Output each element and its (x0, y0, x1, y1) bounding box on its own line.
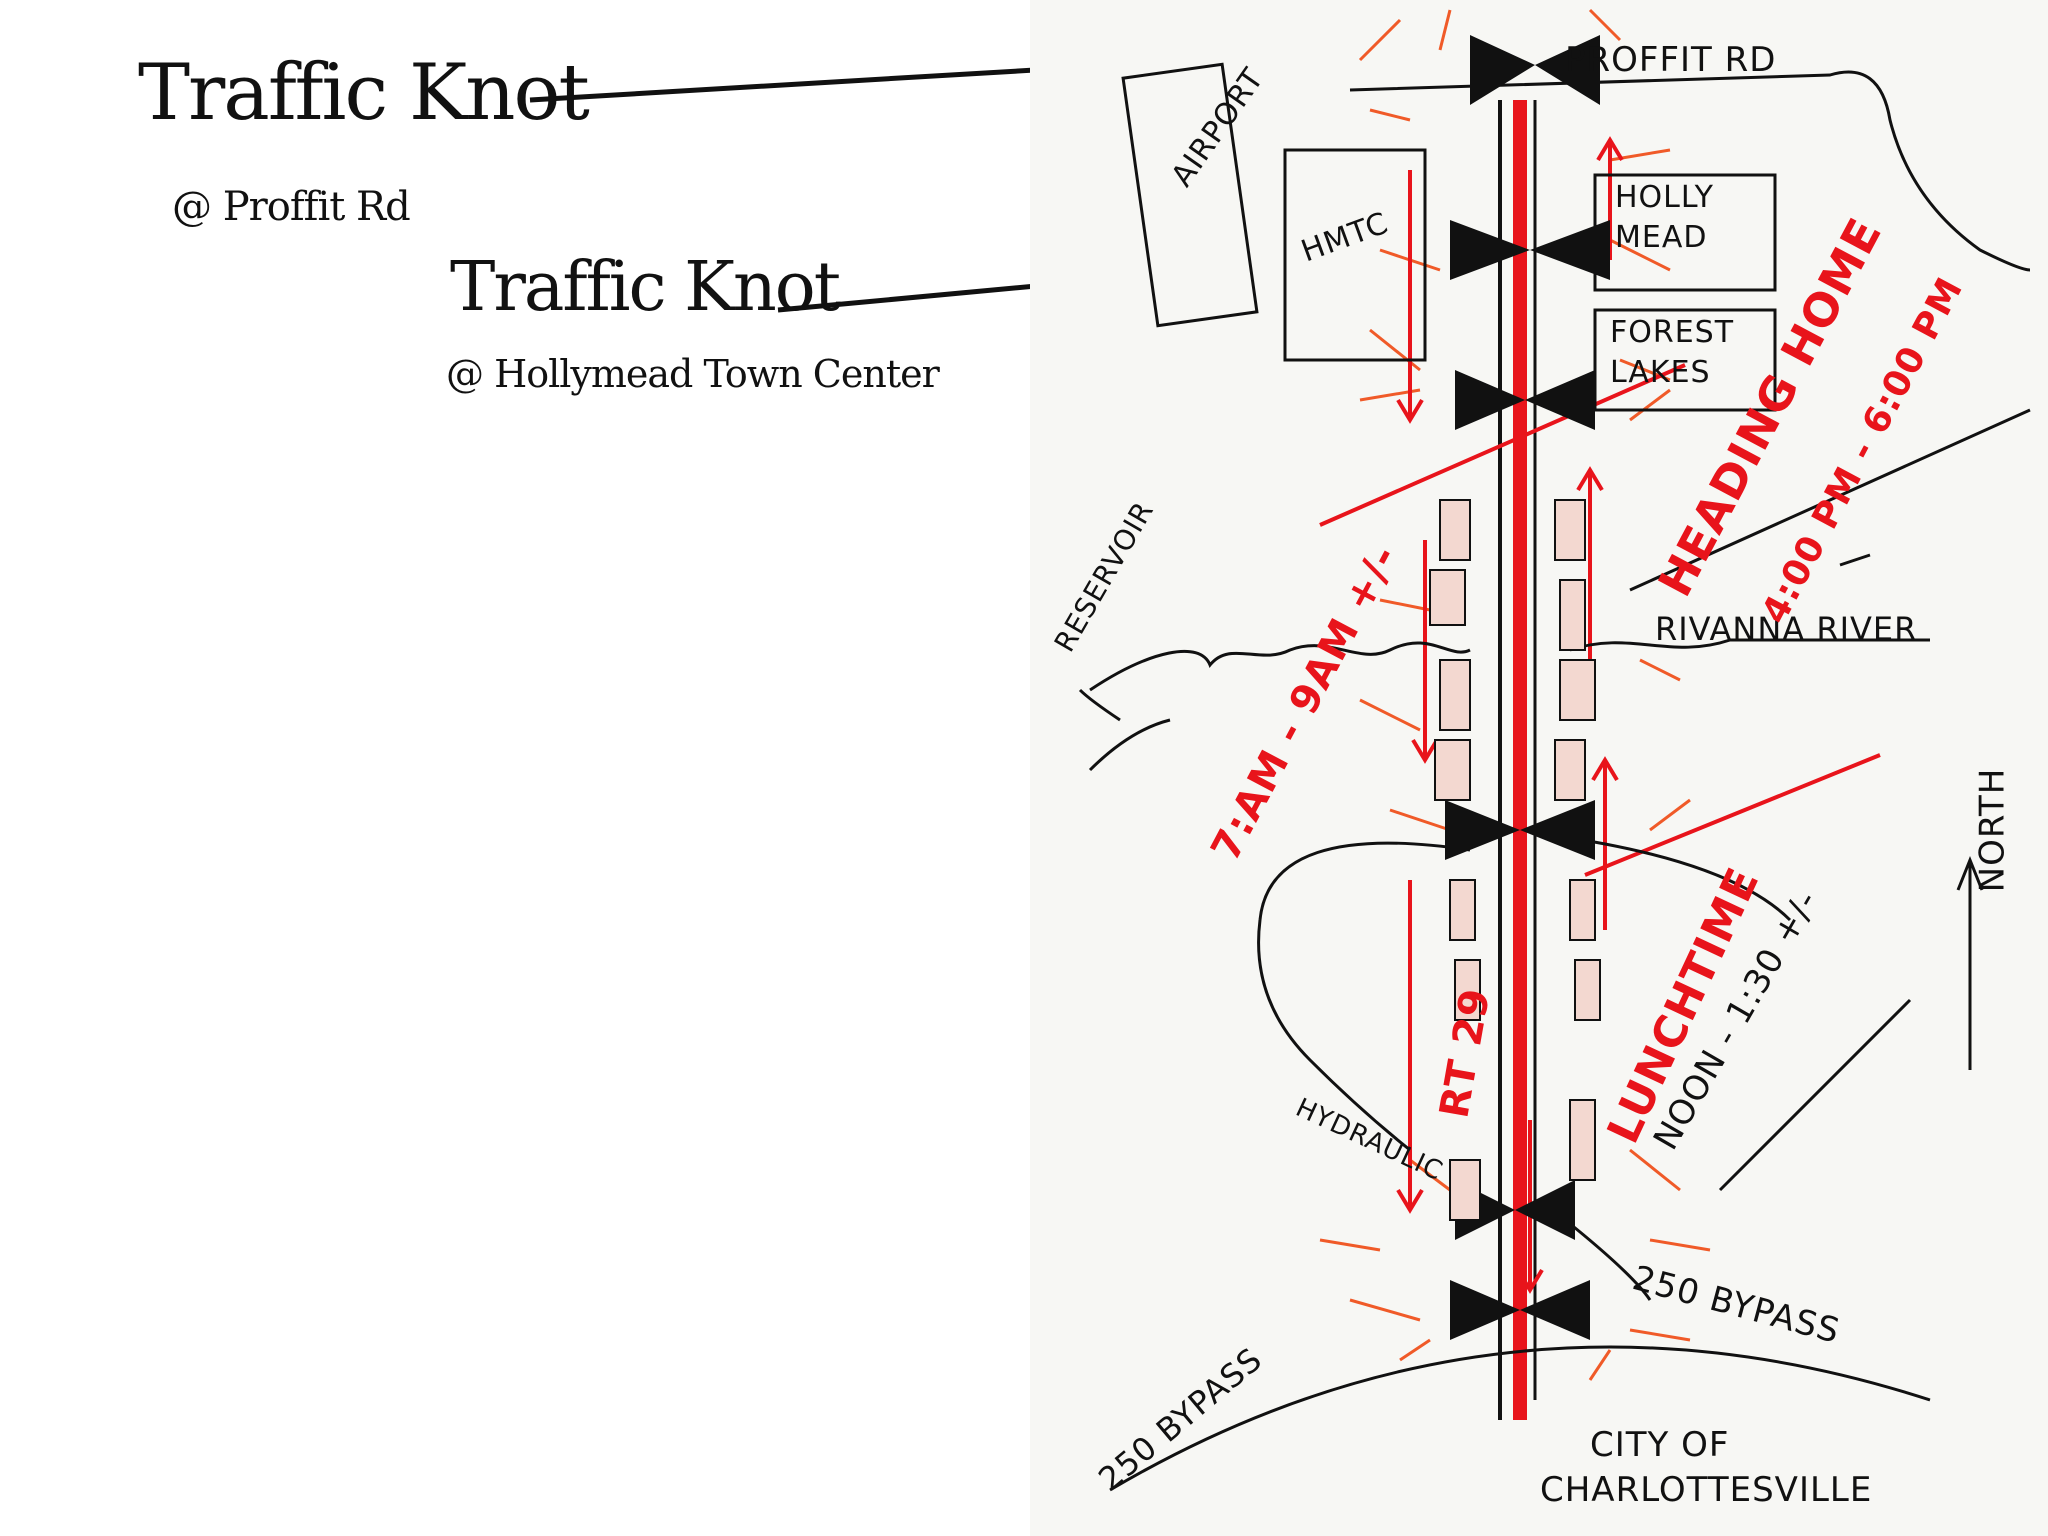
label-forest-lakes-line1: FOREST (1610, 315, 1735, 350)
label-rivanna-river: RIVANNA RIVER (1655, 610, 1918, 648)
traffic-knot-hollymead-subtitle: @ Hollymead Town Center (446, 352, 940, 396)
traffic-knot-hollymead-title: Traffic Knot (450, 248, 841, 327)
corridor-sketch-map: PROFFIT RD AIRPORT HMTC HOLLY MEAD FORES… (1030, 0, 2048, 1536)
traffic-knot-proffit-title: Traffic Knot (138, 48, 590, 138)
label-hollymead-line1: HOLLY (1615, 180, 1714, 215)
traffic-knot-proffit-subtitle: @ Proffit Rd (172, 184, 411, 230)
congestion-rays (1319, 8, 1711, 1381)
label-forest-lakes-line2: LAKES (1610, 355, 1711, 390)
label-proffit-rd: PROFFIT RD (1565, 40, 1777, 80)
traffic-knots (1445, 35, 1610, 1340)
building-blocks (1429, 499, 1601, 1221)
label-hollymead-line2: MEAD (1615, 220, 1708, 255)
label-city-line2: CHARLOTTESVILLE (1540, 1470, 1873, 1510)
label-city-line1: CITY OF (1590, 1425, 1730, 1465)
sketch-drawing (1078, 8, 2031, 1492)
label-north: NORTH (1972, 767, 2013, 893)
